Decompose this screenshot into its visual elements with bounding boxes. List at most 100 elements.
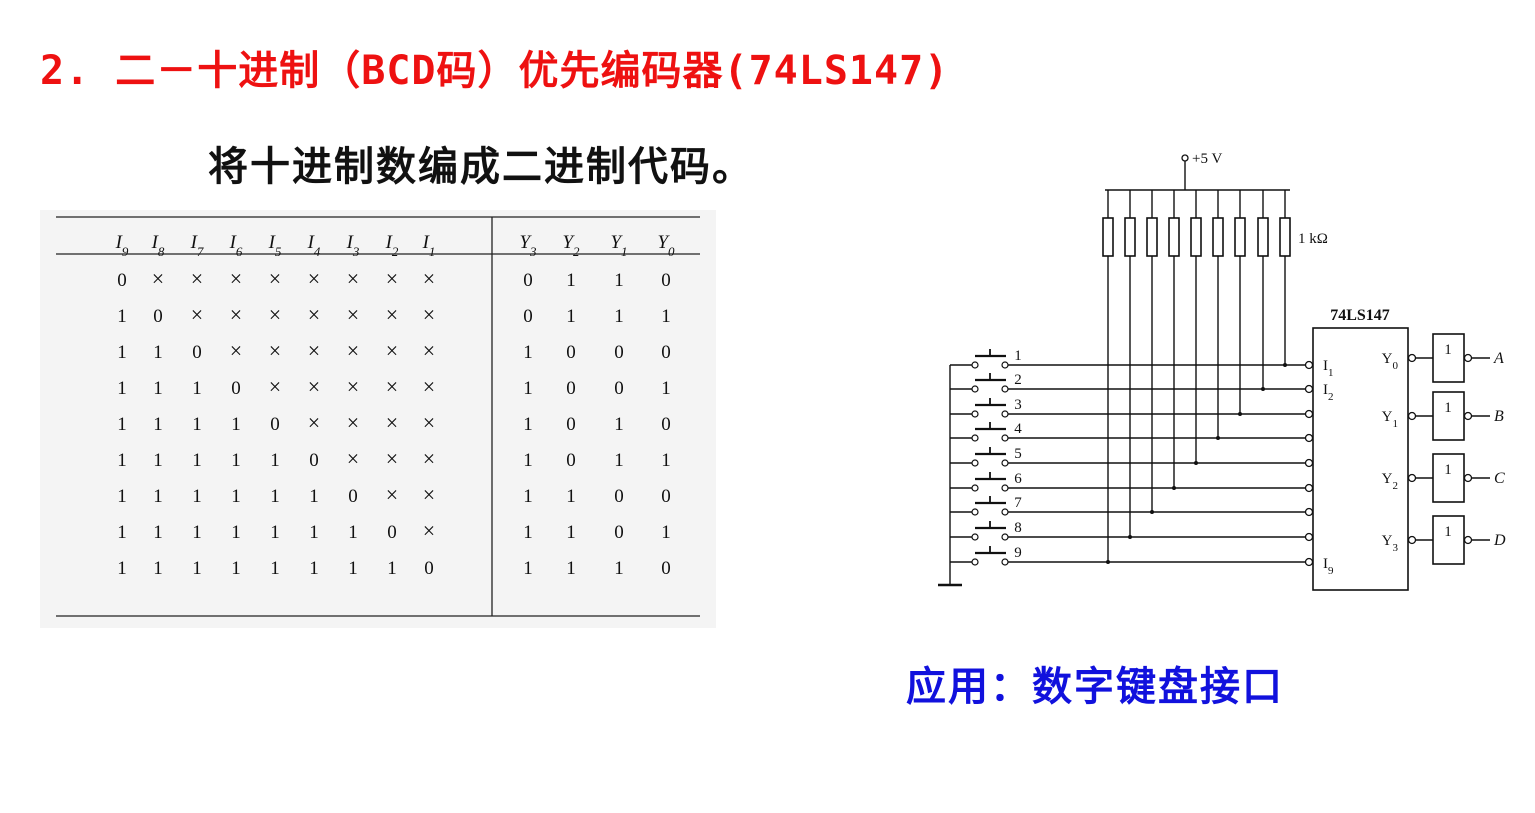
output-inversion-bubble bbox=[1407, 411, 1417, 421]
table-cell: 0 bbox=[614, 378, 624, 399]
pullup-resistor bbox=[1190, 217, 1202, 257]
table-cell: 1 bbox=[192, 450, 202, 471]
chip-pin-Y3: Y3 bbox=[1382, 533, 1399, 554]
switch-label-9: 9 bbox=[1014, 545, 1022, 561]
pullup-resistor bbox=[1124, 217, 1136, 257]
output-label-D: D bbox=[1493, 532, 1506, 549]
switch-contact bbox=[971, 484, 979, 492]
table-cell: × bbox=[347, 302, 359, 327]
table-cell: 1 bbox=[231, 522, 241, 543]
table-cell: × bbox=[347, 266, 359, 291]
chip-pin-Y1: Y1 bbox=[1382, 409, 1398, 430]
table-cell: 1 bbox=[661, 522, 671, 543]
table-cell: × bbox=[347, 338, 359, 363]
switch-contact bbox=[1001, 533, 1009, 541]
table-cell: 0 bbox=[387, 522, 397, 543]
table-cell: 0 bbox=[566, 414, 576, 435]
table-cell: × bbox=[386, 266, 398, 291]
table-cell: 0 bbox=[661, 270, 671, 291]
input-inversion-bubble bbox=[1304, 360, 1314, 370]
wire-junction bbox=[1283, 363, 1287, 367]
table-cell: 1 bbox=[523, 558, 533, 579]
table-cell: × bbox=[308, 338, 320, 363]
table-cell: 1 bbox=[270, 558, 280, 579]
table-cell: 1 bbox=[231, 414, 241, 435]
table-cell: × bbox=[386, 302, 398, 327]
table-cell: 0 bbox=[424, 558, 434, 579]
input-inversion-bubble bbox=[1304, 433, 1314, 443]
table-cell: 1 bbox=[566, 558, 576, 579]
output-label-A: A bbox=[1493, 350, 1504, 367]
input-inversion-bubble bbox=[1304, 557, 1314, 567]
table-cell: 1 bbox=[192, 522, 202, 543]
chip-pin-I9: I9 bbox=[1323, 556, 1334, 577]
table-cell: × bbox=[386, 482, 398, 507]
table-cell: 1 bbox=[309, 486, 319, 507]
table-cell: 0 bbox=[614, 342, 624, 363]
pullup-resistor bbox=[1168, 217, 1180, 257]
table-header-I3: I3 bbox=[346, 232, 360, 259]
switch-label-5: 5 bbox=[1014, 446, 1022, 462]
table-cell: × bbox=[191, 302, 203, 327]
inverter-label: 1 bbox=[1444, 462, 1452, 478]
switch-contact bbox=[1001, 385, 1009, 393]
wire-junction bbox=[1238, 412, 1242, 416]
table-cell: 1 bbox=[309, 558, 319, 579]
switch-contact bbox=[971, 434, 979, 442]
switch-label-6: 6 bbox=[1014, 471, 1022, 487]
table-cell: × bbox=[423, 482, 435, 507]
chip-pin-Y2: Y2 bbox=[1382, 471, 1398, 492]
table-cell: 1 bbox=[614, 450, 624, 471]
chip-label: 74LS147 bbox=[1330, 307, 1390, 324]
table-header-Y0: Y0 bbox=[657, 232, 675, 259]
table-header-Y2: Y2 bbox=[562, 232, 580, 259]
pullup-resistor bbox=[1212, 217, 1224, 257]
table-cell: × bbox=[269, 338, 281, 363]
table-header-I1: I1 bbox=[422, 232, 436, 259]
table-cell: 1 bbox=[566, 306, 576, 327]
table-cell: 1 bbox=[348, 522, 358, 543]
switch-label-1: 1 bbox=[1014, 348, 1022, 364]
table-cell: 0 bbox=[566, 378, 576, 399]
wire-junction bbox=[1150, 510, 1154, 514]
switch-contact bbox=[971, 361, 979, 369]
switch-label-4: 4 bbox=[1014, 421, 1022, 437]
table-cell: 1 bbox=[270, 522, 280, 543]
inverter-label: 1 bbox=[1444, 400, 1452, 416]
pullup-resistor bbox=[1279, 217, 1291, 257]
inverter-output-bubble bbox=[1463, 473, 1473, 483]
chip-pin-I2: I2 bbox=[1323, 382, 1334, 403]
table-cell: 1 bbox=[566, 522, 576, 543]
table-cell: 1 bbox=[117, 306, 127, 327]
table-cell: × bbox=[423, 410, 435, 435]
resistor-label: 1 kΩ bbox=[1298, 231, 1328, 247]
table-cell: × bbox=[308, 374, 320, 399]
table-cell: × bbox=[191, 266, 203, 291]
table-cell: 0 bbox=[661, 342, 671, 363]
table-header-Y1: Y1 bbox=[610, 232, 627, 259]
slide-subtitle: 将十进制数编成二进制代码。 bbox=[208, 144, 754, 190]
pullup-resistor bbox=[1234, 217, 1246, 257]
table-cell: 0 bbox=[309, 450, 319, 471]
table-cell: × bbox=[423, 266, 435, 291]
table-header-I6: I6 bbox=[229, 232, 243, 259]
table-cell: 1 bbox=[153, 378, 163, 399]
input-inversion-bubble bbox=[1304, 409, 1314, 419]
table-cell: 1 bbox=[387, 558, 397, 579]
input-inversion-bubble bbox=[1304, 532, 1314, 542]
table-cell: 0 bbox=[192, 342, 202, 363]
table-cell: 1 bbox=[523, 522, 533, 543]
table-cell: 1 bbox=[117, 486, 127, 507]
table-cell: 1 bbox=[309, 522, 319, 543]
table-cell: × bbox=[230, 338, 242, 363]
table-cell: × bbox=[386, 374, 398, 399]
table-cell: × bbox=[308, 302, 320, 327]
switch-contact bbox=[1001, 558, 1009, 566]
slide-title: 2. 二－十进制（BCD码）优先编码器(74LS147) bbox=[40, 48, 950, 94]
wire-junction bbox=[1172, 486, 1176, 490]
switch-label-7: 7 bbox=[1014, 495, 1022, 511]
table-cell: 0 bbox=[153, 306, 163, 327]
pullup-resistor bbox=[1257, 217, 1269, 257]
table-cell: × bbox=[230, 266, 242, 291]
output-inversion-bubble bbox=[1407, 473, 1417, 483]
